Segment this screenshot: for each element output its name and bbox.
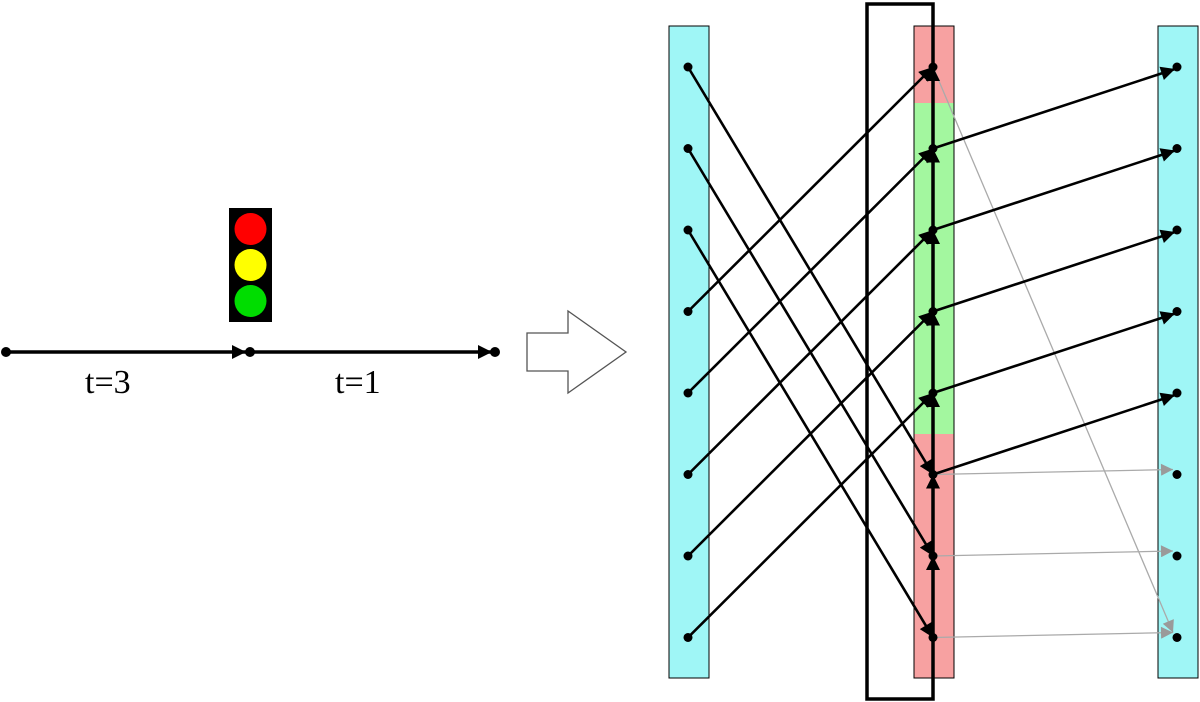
time-expanded-network: [668, 2, 1199, 701]
green-arrow-3: [932, 311, 1176, 395]
time-column-right: [1157, 25, 1199, 679]
segment-2-label: t=1: [335, 364, 381, 401]
node-right-0: [1172, 62, 1182, 72]
road-network: t=3 t=1: [1, 345, 500, 401]
traffic-light-icon: [229, 208, 272, 322]
cross-arrow-7: [687, 392, 934, 639]
faded-arrow-1: [932, 463, 1174, 476]
cross-arrow-4: [687, 147, 934, 394]
node-right-4: [1172, 388, 1182, 398]
traffic-light-yellow-lamp: [234, 249, 267, 281]
node-left-5: [683, 470, 693, 479]
road-node-start: [1, 347, 11, 357]
traffic-light-green-lamp: [234, 285, 267, 317]
light-highlight-frame: [865, 2, 935, 701]
node-left-7: [683, 633, 693, 642]
green-arrow-4: [932, 392, 1176, 476]
time-column-left: [668, 25, 710, 679]
road-node-end: [490, 347, 500, 357]
cross-arrow-6: [687, 310, 934, 557]
node-right-1: [1172, 144, 1182, 153]
node-left-4: [683, 388, 693, 398]
green-arrow-0: [932, 66, 1176, 150]
node-right-6: [1172, 551, 1182, 561]
faded-arrow-0: [932, 66, 1174, 633]
node-left-0: [683, 62, 693, 72]
cross-arrow-3: [687, 66, 934, 313]
segment-1-label: t=3: [85, 364, 131, 401]
faded-arrow-3: [932, 626, 1174, 639]
node-left-2: [683, 225, 693, 235]
node-right-2: [1172, 225, 1182, 235]
node-right-7: [1172, 633, 1182, 642]
node-left-1: [683, 144, 693, 153]
node-right-5: [1172, 470, 1182, 479]
node-left-3: [683, 307, 693, 316]
cross-arrow-5: [687, 229, 934, 476]
traffic-light-red-lamp: [234, 213, 267, 245]
road-node-light: [245, 347, 255, 357]
node-left-6: [683, 551, 693, 561]
green-arrow-2: [932, 229, 1176, 313]
transform-arrow-icon: [526, 309, 628, 395]
faded-arrow-2: [932, 545, 1174, 558]
green-arrow-1: [932, 148, 1176, 232]
node-right-3: [1172, 307, 1182, 316]
